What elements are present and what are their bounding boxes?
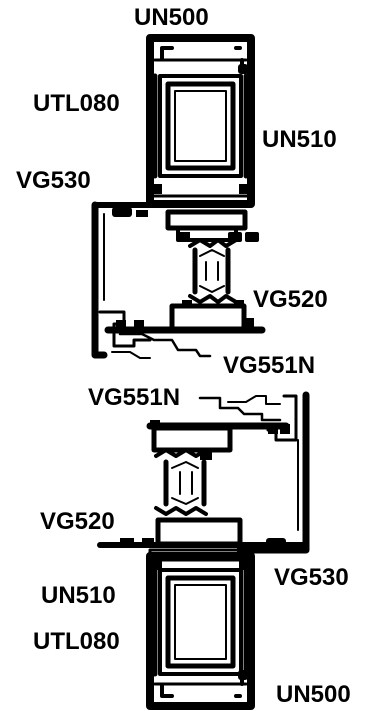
top-sash-lower [104,303,266,334]
top-vg530-frame [91,201,175,359]
label-bottom-vg520: VG520 [40,508,115,535]
label-bottom-vg530: VG530 [274,564,349,591]
label-bottom-vg551n: VG551N [88,384,181,411]
top-sash-upper [165,209,259,242]
top-vg520-thermal-break [182,238,244,308]
top-utl080-panel [152,73,249,179]
bottom-sash-lower [97,517,309,548]
label-top-un500: UN500 [134,4,209,31]
label-top-vg520: VG520 [253,286,328,313]
label-top-utl080: UTL080 [33,90,120,117]
label-top-vg551n: VG551N [223,352,316,379]
label-bottom-un500: UN500 [276,681,351,708]
top-un500-profile [146,34,255,208]
bottom-utl080-panel [152,567,249,677]
label-bottom-utl080: UTL080 [33,628,120,655]
bottom-vg551n-profile [198,394,298,442]
bottom-vg520-thermal-break [154,448,212,516]
label-bottom-un510: UN510 [41,582,116,609]
bottom-sash-upper [146,420,290,453]
label-top-un510: UN510 [262,126,337,153]
label-top-vg530: VG530 [16,167,91,194]
top-vg551n-profile [98,310,212,359]
top-un510-profile [148,194,253,208]
